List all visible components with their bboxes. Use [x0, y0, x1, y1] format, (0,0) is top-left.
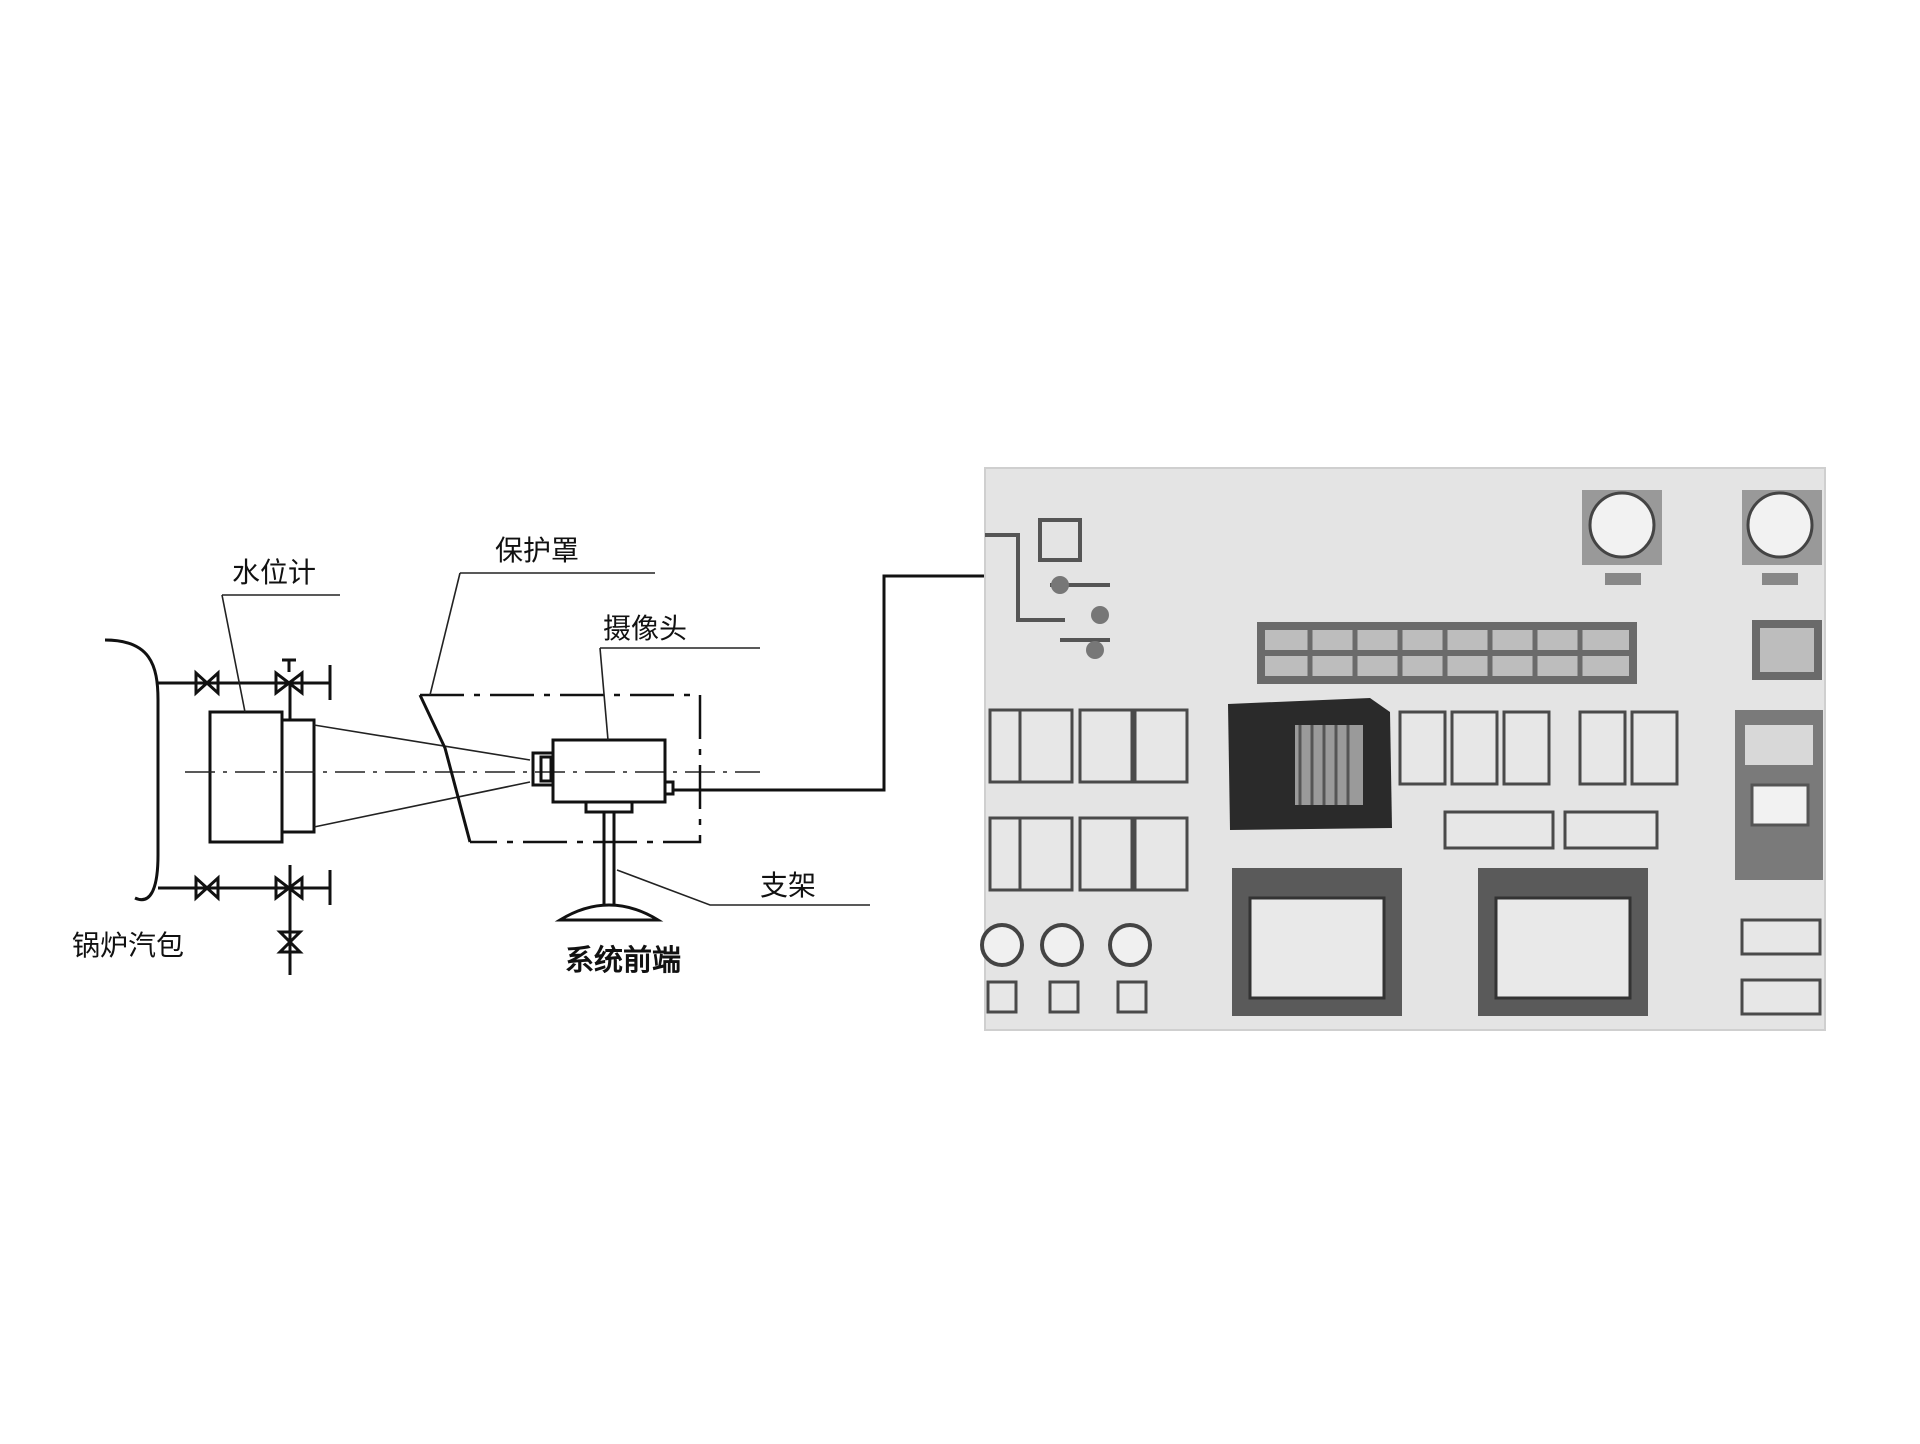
- control-room-panel-photo: [980, 467, 1826, 1031]
- panel-mimic-lines: [985, 518, 1110, 659]
- valve-icon: [194, 669, 220, 697]
- bracket-label: 支架: [760, 869, 816, 902]
- dial-gauge-icon: [1742, 490, 1822, 585]
- side-device: [1735, 710, 1823, 880]
- signal-cable: [673, 574, 985, 792]
- indicator-modules: [1398, 710, 1679, 850]
- valve-icon: [274, 874, 304, 902]
- lower-switches: [986, 918, 1822, 1016]
- dial-gauge-icon: [1040, 923, 1084, 967]
- leader-lines: [221, 572, 870, 906]
- recorder-modules: [988, 708, 1189, 892]
- optical-beam: [185, 724, 760, 828]
- dial-gauge-icon: [1582, 490, 1662, 585]
- monitor-screen-icon: [1232, 868, 1402, 1016]
- water-gauge: [208, 710, 316, 844]
- monitor-screen-icon: [1228, 698, 1392, 830]
- dial-gauge-icon: [1108, 923, 1152, 967]
- annunciator-panel: [1257, 620, 1822, 684]
- boiler-drum: [104, 638, 160, 902]
- camera-label: 摄像头: [603, 612, 687, 645]
- water-gauge-label: 水位计: [232, 556, 316, 589]
- system-front-end-label: 系统前端: [565, 943, 681, 977]
- protective-cover-label: 保护罩: [495, 534, 579, 567]
- monitor-screen-icon: [1478, 868, 1648, 1016]
- valve-icon: [276, 930, 304, 954]
- valve-icon: [194, 874, 220, 902]
- dial-gauge-icon: [980, 923, 1024, 967]
- boiler-drum-label: 锅炉汽包: [72, 929, 184, 962]
- bracket: [554, 800, 664, 922]
- protective-cover: [418, 693, 702, 844]
- valve-icon: [274, 658, 304, 697]
- camera: [531, 738, 675, 804]
